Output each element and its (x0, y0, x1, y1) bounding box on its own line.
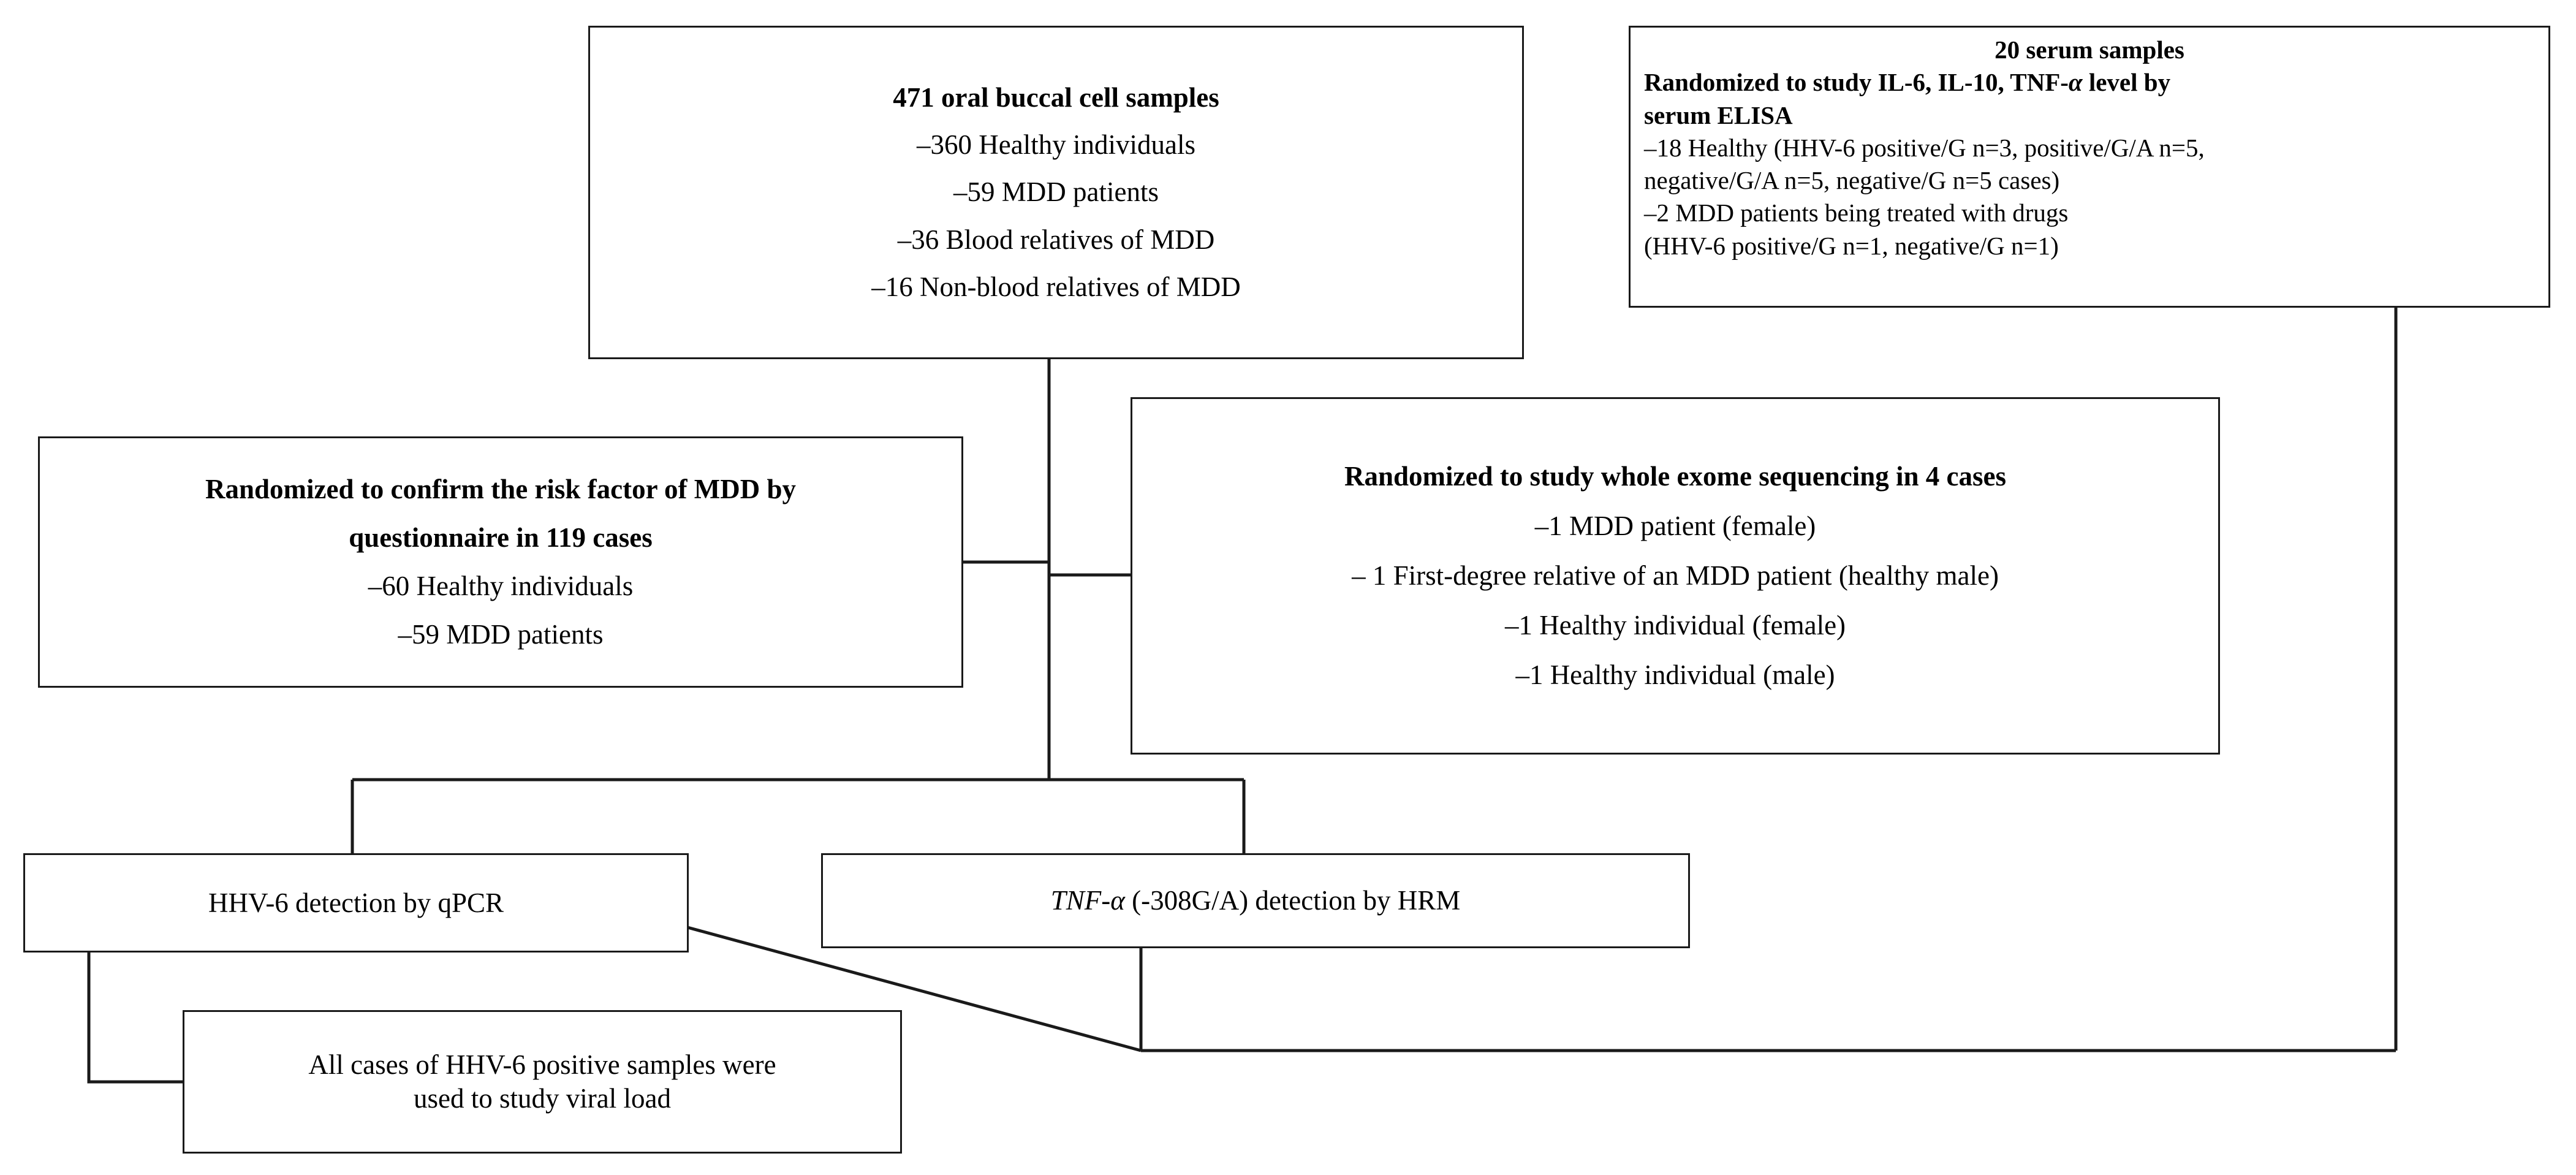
serum-samples-item-2: –2 MDD patients being treated with drugs (1644, 199, 2069, 227)
connector-qpcr-to-viral-load (87, 952, 183, 1084)
serum-samples-item-3: (HHV-6 positive/G n=1, negative/G n=1) (1644, 231, 2059, 260)
serum-samples-title: 20 serum samples (1995, 36, 2184, 64)
serum-heading-text-b: level by (2082, 68, 2171, 97)
serum-samples-heading-line2: serum ELISA (1644, 101, 1793, 129)
exome-item-3: –1 Healthy individual (male) (1515, 660, 1835, 691)
serum-samples-heading-line1: Randomized to study IL-6, IL-10, TNF-α l… (1644, 66, 2535, 99)
connector-qpcr-diagonal (687, 926, 1142, 1052)
alpha-symbol: α (2068, 68, 2083, 97)
oral-samples-item-0: –360 Healthy individuals (917, 129, 1195, 161)
box-hhv6-qpcr: HHV-6 detection by qPCR (23, 853, 689, 953)
box-tnfa-hrm: TNF-α (-308G/A) detection by HRM (821, 853, 1690, 948)
serum-samples-item-0: –18 Healthy (HHV-6 positive/G n=3, posit… (1644, 133, 2205, 162)
questionnaire-title-line2: questionnaire in 119 cases (349, 522, 653, 553)
hrm-label: TNF-α (-308G/A) detection by HRM (835, 884, 1676, 918)
oral-samples-item-2: –36 Blood relatives of MDD (897, 224, 1215, 255)
serum-heading-text-a: Randomized to study IL-6, IL-10, TNF- (1644, 68, 2069, 97)
questionnaire-item-1: –59 MDD patients (398, 619, 604, 650)
box-exome-sequencing: Randomized to study whole exome sequenci… (1131, 397, 2220, 755)
oral-samples-title: 471 oral buccal cell samples (893, 82, 1219, 113)
box-oral-buccal-samples: 471 oral buccal cell samples –360 Health… (588, 26, 1524, 359)
box-questionnaire: Randomized to confirm the risk factor of… (38, 436, 963, 688)
oral-samples-item-1: –59 MDD patients (953, 177, 1159, 208)
questionnaire-title-line1: Randomized to confirm the risk factor of… (205, 473, 797, 504)
box-serum-samples: 20 serum samples Randomized to study IL-… (1629, 26, 2550, 308)
exome-title: Randomized to study whole exome sequenci… (1344, 460, 2007, 492)
exome-item-1: – 1 First-degree relative of an MDD pati… (1352, 560, 1999, 591)
oral-samples-item-3: –16 Non-blood relatives of MDD (871, 271, 1241, 302)
exome-item-2: –1 Healthy individual (female) (1504, 610, 1846, 641)
hrm-label-rest: (-308G/A) detection by HRM (1124, 885, 1461, 916)
hrm-gene-name: TNF-α (1050, 885, 1125, 916)
viral-load-line1: All cases of HHV-6 positive samples were (308, 1049, 776, 1081)
viral-load-line2: used to study viral load (414, 1083, 671, 1114)
box-viral-load: All cases of HHV-6 positive samples were… (183, 1010, 902, 1154)
exome-item-0: –1 MDD patient (female) (1534, 510, 1816, 541)
questionnaire-item-0: –60 Healthy individuals (368, 571, 634, 601)
serum-samples-item-1: negative/G/A n=5, negative/G n=5 cases) (1644, 166, 2060, 195)
qpcr-label: HHV-6 detection by qPCR (208, 887, 504, 918)
